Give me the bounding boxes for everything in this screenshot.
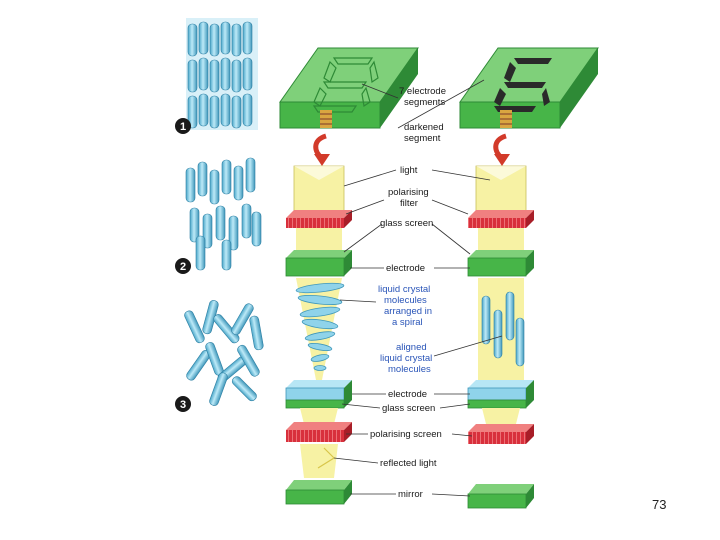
svg-text:1: 1 — [180, 121, 186, 133]
svg-text:segment: segment — [404, 133, 441, 144]
lcd-stack-off — [285, 165, 352, 505]
label-darkened-segment: darkened segment — [404, 122, 444, 144]
label-polarising-filter: polarising filter — [388, 187, 429, 209]
state-3-badge: 3 — [175, 396, 191, 412]
state-3-crystal-disordered — [184, 300, 264, 406]
label-glass-screen-top: glass screen — [380, 218, 433, 229]
label-reflected-light: reflected light — [380, 458, 437, 469]
state-1-badge: 1 — [175, 118, 191, 134]
svg-text:2: 2 — [180, 261, 186, 273]
svg-text:aligned: aligned — [396, 342, 427, 353]
svg-text:darkened: darkened — [404, 122, 444, 133]
label-mirror: mirror — [398, 489, 423, 500]
label-liquid-crystal-spiral: liquid crystal molecules arranged in a s… — [378, 284, 432, 328]
label-electrode-top: electrode — [386, 263, 425, 274]
svg-text:molecules: molecules — [388, 364, 431, 375]
svg-text:liquid crystal: liquid crystal — [378, 284, 430, 295]
svg-text:polarising: polarising — [388, 187, 429, 198]
state-2-crystal-cluster — [185, 157, 262, 271]
svg-text:liquid crystal: liquid crystal — [380, 353, 432, 364]
page-number: 73 — [652, 497, 667, 512]
svg-text:segments: segments — [404, 97, 445, 108]
label-electrode-bottom: electrode — [388, 389, 427, 400]
label-electrode-segments: 7 electrode segments — [399, 86, 446, 108]
display-off-block — [279, 47, 419, 129]
state-1-crystal-block — [186, 18, 258, 130]
svg-text:molecules: molecules — [384, 295, 427, 306]
leader-lines — [333, 79, 503, 497]
label-polarising-screen: polarising screen — [370, 429, 442, 440]
svg-text:filter: filter — [400, 198, 418, 209]
svg-text:arranged in: arranged in — [384, 306, 432, 317]
state-2-badge: 2 — [175, 258, 191, 274]
label-aligned-liquid-crystal: aligned liquid crystal molecules — [380, 342, 432, 375]
svg-text:7 electrode: 7 electrode — [399, 86, 446, 97]
down-arrow-right-icon — [493, 133, 510, 166]
seven-segment-outline — [312, 57, 379, 113]
seven-segment-darkened — [494, 58, 552, 112]
down-arrow-left-icon — [313, 133, 330, 166]
svg-text:a spiral: a spiral — [392, 317, 423, 328]
display-on-block — [459, 47, 599, 129]
label-glass-screen-bottom: glass screen — [382, 403, 435, 414]
label-light: light — [400, 165, 418, 176]
svg-text:3: 3 — [180, 399, 186, 411]
lcd-stack-on — [467, 165, 534, 509]
